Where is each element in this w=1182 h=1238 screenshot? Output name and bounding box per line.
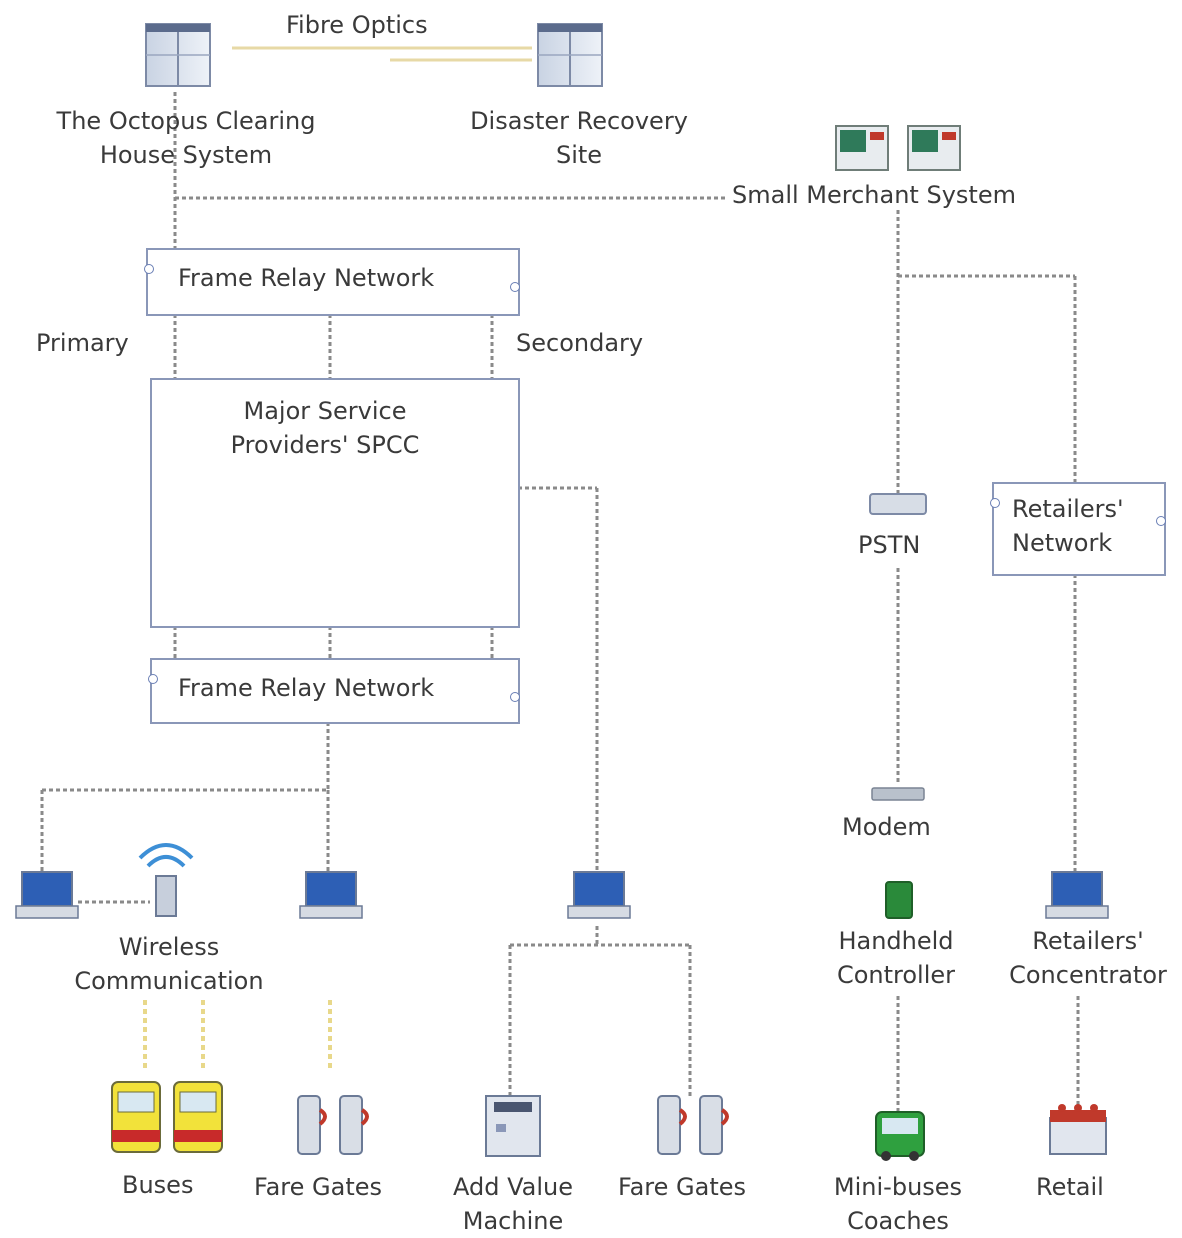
wireless-label: Wireless Communication [74, 933, 264, 995]
pstn-label: PSTN [858, 531, 921, 559]
minibuses-label: Mini-buses Coaches [833, 1173, 963, 1235]
connector-icon [510, 282, 520, 292]
retailers-network-label: Retailers' Network [1012, 495, 1124, 557]
frame-relay-top-label: Frame Relay Network [178, 264, 435, 292]
disaster-recovery-label: Disaster Recovery Site [470, 107, 688, 169]
connector-icon [144, 264, 154, 274]
fare-gates-label-1: Fare Gates [254, 1173, 383, 1201]
wireless-antenna-icon [138, 843, 194, 917]
fare-gate-icon [657, 1095, 729, 1155]
add-value-label: Add Value Machine [453, 1173, 573, 1235]
connector-icon [990, 498, 1000, 508]
server-rack-icon [537, 23, 603, 87]
frame-relay-bottom-label: Frame Relay Network [178, 674, 435, 702]
minibus-icon [875, 1111, 925, 1161]
retailers-concentrator-label: Retailers' Concentrator [1009, 927, 1167, 989]
bus-icon [111, 1081, 161, 1153]
laptop-icon [1045, 871, 1109, 919]
clearing-house-label: The Octopus Clearing House System [56, 107, 316, 169]
add-value-machine-icon [485, 1095, 541, 1157]
modem-label: Modem [842, 813, 931, 841]
connector-icon [510, 692, 520, 702]
laptop-icon [299, 871, 363, 919]
small-merchant-label: Small Merchant System [732, 181, 1016, 209]
connection-lines [40, 92, 1080, 1112]
fibre-optics-label: Fibre Optics [286, 11, 428, 39]
retail-shop-icon [1049, 1104, 1107, 1155]
handheld-label: Handheld Controller [836, 927, 956, 989]
merchant-terminal-icon [835, 125, 889, 171]
spcc-box: Major Service Providers' SPCC [150, 378, 520, 628]
secondary-label: Secondary [516, 329, 644, 357]
modem-icon [871, 787, 925, 801]
spcc-label: Major Service Providers' SPCC [230, 397, 420, 459]
buses-label: Buses [122, 1171, 194, 1199]
fibre-optic-link [232, 46, 532, 62]
connector-icon [148, 674, 158, 684]
laptop-icon [15, 871, 79, 919]
laptop-icon [567, 871, 631, 919]
connector-icon [1156, 516, 1166, 526]
retail-label: Retail [1036, 1173, 1104, 1201]
bus-icon [173, 1081, 223, 1153]
server-rack-icon [145, 23, 211, 87]
wireless-links [143, 1000, 332, 1070]
retailers-network-box: Retailers' Network [990, 482, 1166, 576]
merchant-terminal-icon [907, 125, 961, 171]
fare-gate-icon [297, 1095, 369, 1155]
pstn-switch-icon [869, 493, 927, 515]
primary-label: Primary [36, 329, 129, 357]
frame-relay-network-top: Frame Relay Network [144, 248, 520, 316]
fare-gates-label-2: Fare Gates [618, 1173, 747, 1201]
frame-relay-network-bottom: Frame Relay Network [148, 658, 520, 724]
handheld-controller-icon [885, 881, 913, 919]
